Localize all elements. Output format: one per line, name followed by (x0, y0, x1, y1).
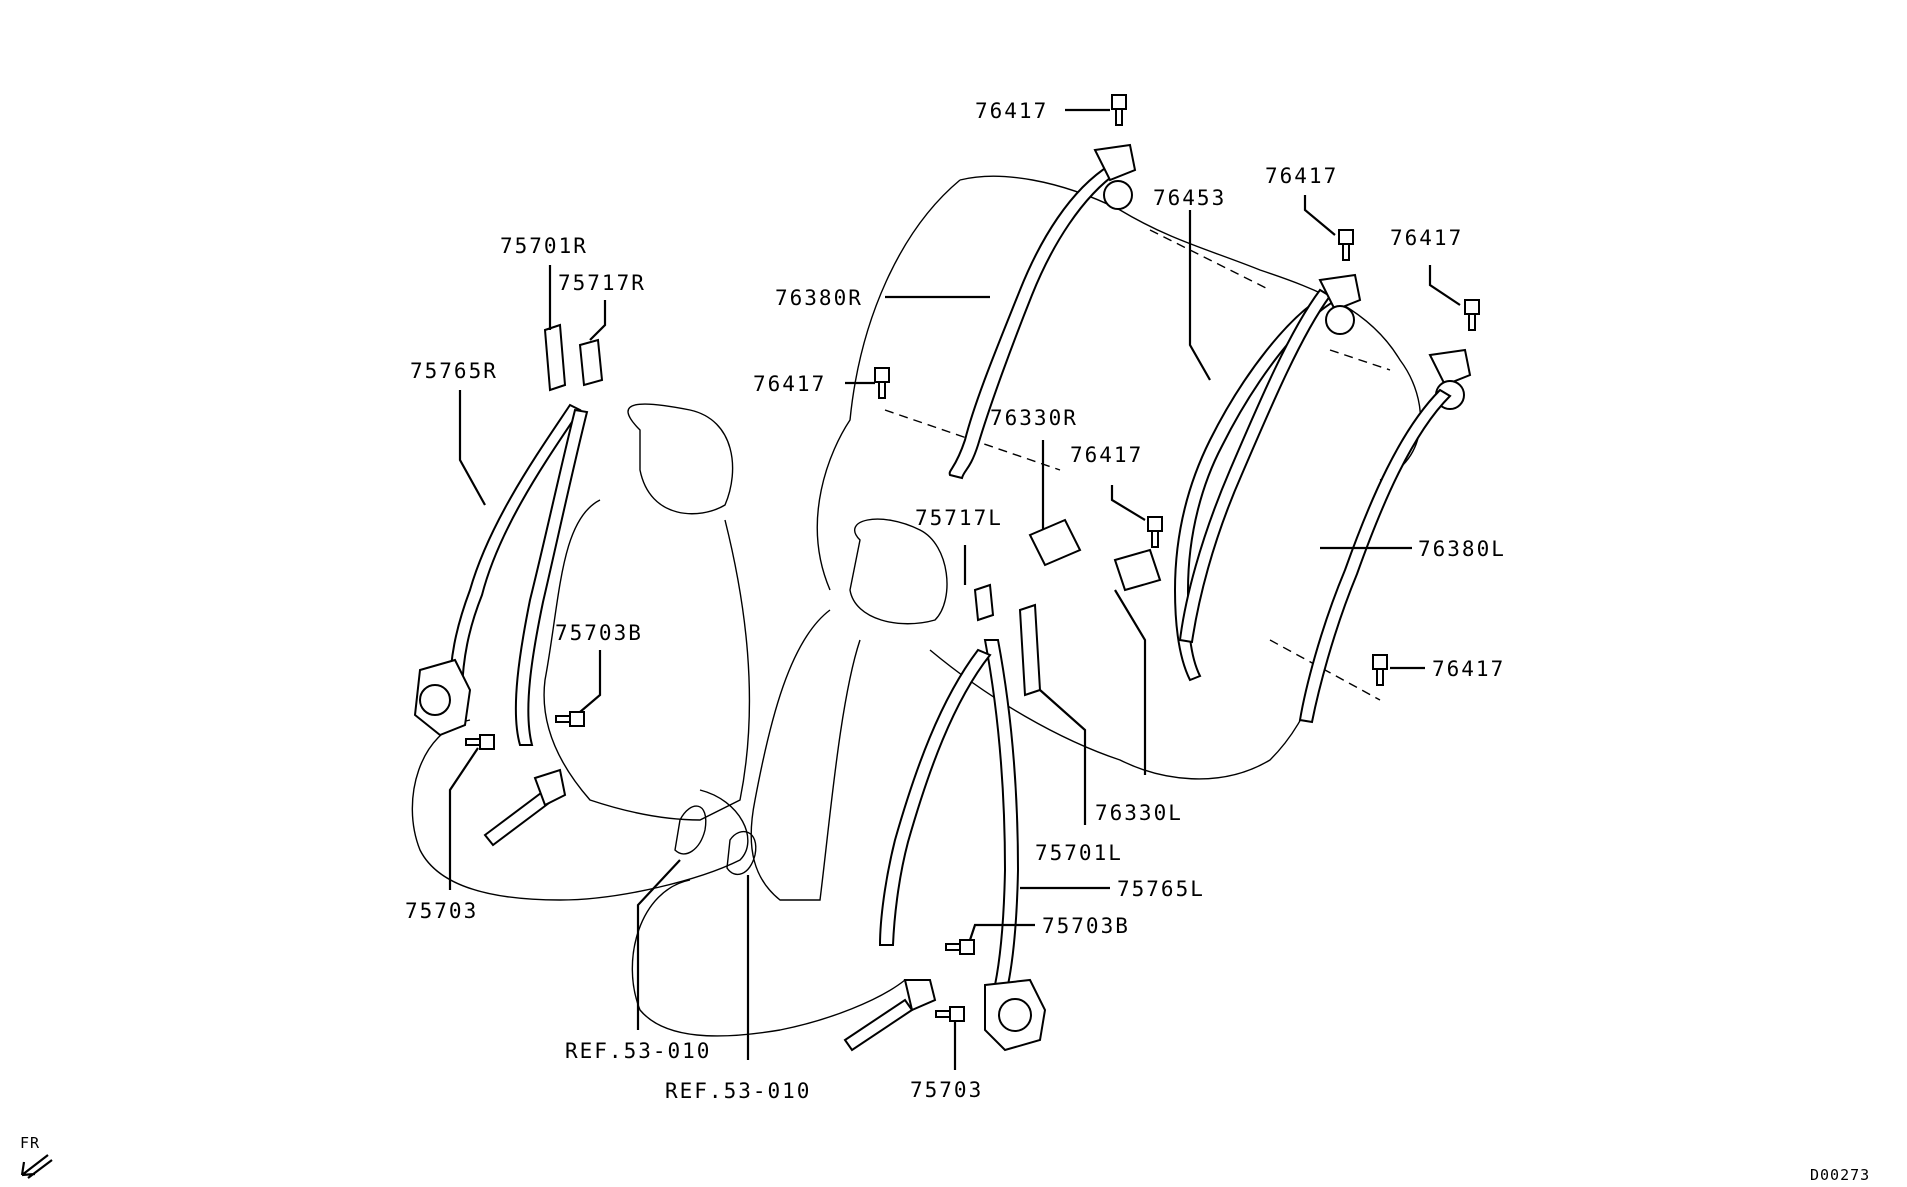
label-76417-center: 76417 (1070, 443, 1143, 467)
leader-76417-rear-mid (1303, 195, 1336, 236)
label-75701L: 75701L (1035, 841, 1123, 865)
front-left-headrest (849, 518, 948, 625)
label-75717R: 75717R (558, 271, 646, 295)
front-left-inner-belt (878, 648, 992, 946)
bolt-76417-rear-right (1464, 299, 1480, 331)
label-75703B-right: 75703B (555, 621, 643, 645)
arrow-down-left-icon (20, 1154, 53, 1179)
rear-center-belt (1173, 288, 1342, 682)
label-fr: FR (20, 1134, 40, 1152)
leader-75765R (458, 390, 486, 506)
rear-right-mid-belt (1178, 288, 1332, 644)
rear-seatback (816, 175, 1422, 591)
label-76330L: 76330L (1095, 801, 1183, 825)
label-76417-rear-mid: 76417 (1265, 164, 1338, 188)
diagram-code: D00273 (1810, 1166, 1870, 1184)
bolt-75703-right (465, 734, 495, 750)
front-left-height-adjuster (1018, 603, 1042, 697)
front-left-guide (973, 583, 995, 622)
label-75717L: 75717L (915, 506, 1003, 530)
seat-outlines (411, 175, 1422, 1037)
leader-76417-center (1110, 485, 1146, 521)
rear-left-anchor (1428, 348, 1472, 387)
front-left-retractor-spool (998, 998, 1032, 1032)
rear-right-retractor-spool (1325, 305, 1355, 335)
ref-bracket-a (674, 805, 707, 855)
front-right-height-adjuster (543, 323, 567, 392)
bolt-75703B-right (555, 711, 585, 727)
leader-75703-right (448, 747, 479, 890)
front-left-outer-belt (983, 639, 1020, 986)
bolt-76417-rear-mid (1338, 229, 1354, 261)
bolt-76417-center (1147, 516, 1163, 548)
front-right-guide (578, 338, 604, 387)
label-75703B-left: 75703B (1042, 914, 1130, 938)
ref-bracket-b (726, 830, 757, 876)
label-76453: 76453 (1153, 186, 1226, 210)
front-right-seatback (543, 499, 751, 821)
rear-buckle-left (1113, 548, 1162, 592)
label-75703-right: 75703 (405, 899, 478, 923)
leader-75703B-left (968, 923, 1035, 941)
front-left-seatback (750, 609, 861, 901)
rear-buckle-right (1028, 518, 1082, 567)
bolt-75703B-left (945, 939, 975, 955)
seat-belts (413, 143, 1472, 1052)
rear-top-dash (1149, 229, 1391, 371)
label-76380L: 76380L (1418, 537, 1506, 561)
front-right-inner-belt (514, 408, 589, 746)
label-76417-rear-right: 76417 (1390, 226, 1463, 250)
leader-76330L (1114, 589, 1147, 775)
rear-left-belt (1298, 388, 1452, 724)
rear-right-belt (948, 163, 1120, 480)
label-76330R: 76330R (990, 406, 1078, 430)
rear-center-retractor-spool (1103, 180, 1133, 210)
front-right-retractor-spool (419, 684, 451, 716)
label-ref-b: REF.53-010 (665, 1079, 811, 1103)
label-76417-left: 76417 (753, 372, 826, 396)
front-right-cushion (411, 719, 749, 901)
leader-76453 (1188, 210, 1211, 381)
leader-lines (448, 108, 1461, 1070)
label-75765R: 75765R (410, 359, 498, 383)
leader-75703B-right (579, 650, 602, 713)
bolts (465, 94, 1480, 1022)
leader-75717R (589, 300, 607, 341)
front-left-cushion (631, 879, 906, 1037)
bolt-75703-left (935, 1006, 965, 1022)
part-labels: 76417 76453 76417 76417 76380R 76417 763… (405, 99, 1506, 1103)
label-75765L: 75765L (1117, 877, 1205, 901)
front-right-headrest (627, 403, 734, 515)
bolt-76417-left (874, 367, 890, 399)
label-76380R: 76380R (775, 286, 863, 310)
front-left-buckle-anchor (903, 979, 937, 1012)
label-ref-a: REF.53-010 (565, 1039, 711, 1063)
label-76417-top: 76417 (975, 99, 1048, 123)
bolt-76417-top (1111, 94, 1127, 126)
leader-ref-a (636, 859, 681, 1030)
rear-top-anchor-center (1093, 143, 1137, 182)
leader-76417-rear-right (1428, 265, 1461, 306)
rear-right-anchor (1318, 273, 1362, 312)
leader-75701L (1039, 689, 1087, 825)
rear-cushion (929, 649, 1321, 780)
label-75703-left: 75703 (910, 1078, 983, 1102)
bolt-76417-bottom-right (1372, 654, 1388, 686)
label-76417-bottom-right: 76417 (1432, 657, 1505, 681)
front-right-outer-belt (448, 403, 582, 691)
label-75701R: 75701R (500, 234, 588, 258)
front-right-buckle-anchor (533, 768, 567, 807)
front-direction-indicator: FR (20, 1134, 53, 1179)
